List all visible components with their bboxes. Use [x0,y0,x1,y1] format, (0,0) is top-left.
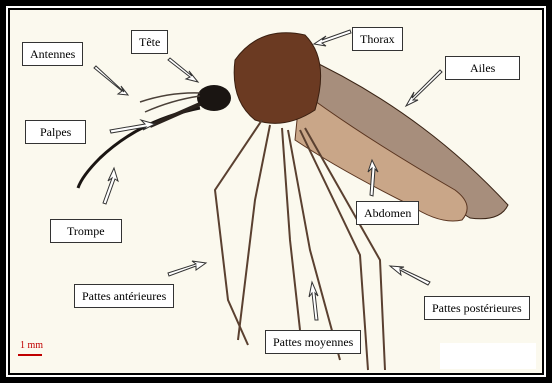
proboscis [78,108,200,188]
arrow-antennes [94,66,128,95]
leg-front-2 [238,125,270,340]
blank-box [440,343,536,369]
arrow-pattes-posterieures [390,266,430,285]
label-pattes-anterieures: Pattes antérieures [74,284,174,308]
label-ailes: Ailes [445,56,520,80]
arrow-palpes [110,120,155,133]
arrow-thorax [314,30,351,46]
label-palpes: Palpes [25,120,86,144]
arrow-tete [168,58,198,82]
scale-label: 1 mm [20,340,43,351]
scale-bar [18,354,42,356]
arrow-trompe [103,168,118,204]
arrow-pattes-anterieures [168,261,206,276]
arrow-pattes-moyennes [309,282,318,320]
label-pattes-posterieures: Pattes postérieures [424,296,530,320]
label-tete: Tête [131,30,168,54]
label-abdomen: Abdomen [356,201,419,225]
leg-middle-2 [288,130,340,360]
thorax-shape [234,33,320,124]
arrow-ailes [406,70,442,106]
leg-middle [282,128,300,330]
head-shape [197,85,231,111]
label-antennes: Antennes [22,42,83,66]
label-trompe: Trompe [50,219,122,243]
label-thorax: Thorax [352,27,403,51]
label-pattes-moyennes: Pattes moyennes [265,330,361,354]
leg-front [215,120,262,345]
